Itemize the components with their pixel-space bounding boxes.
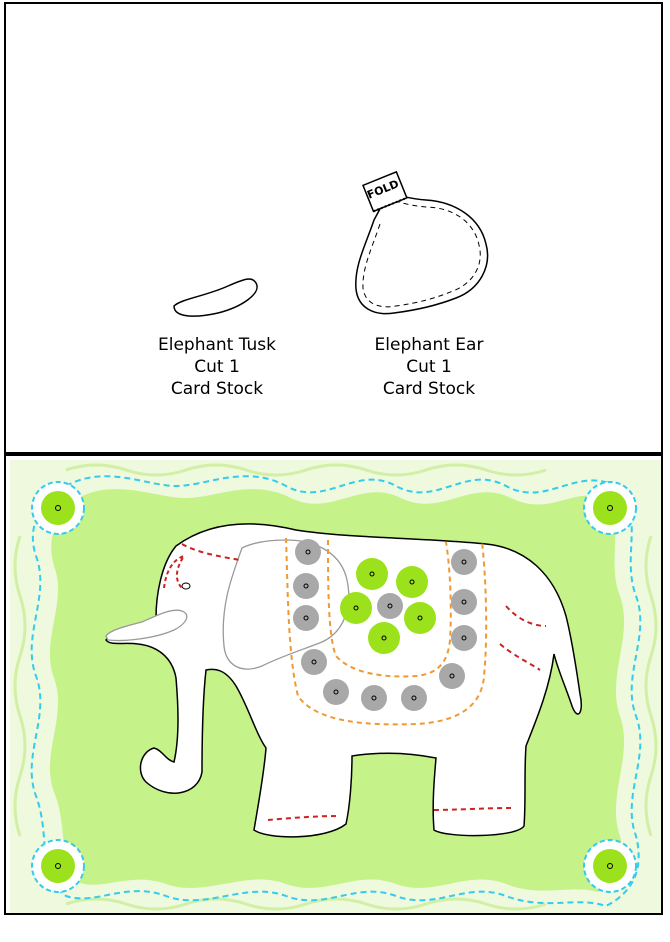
ear-quantity: Cut 1 bbox=[406, 357, 452, 377]
head-trim-2 bbox=[163, 554, 187, 589]
gray-sequin bbox=[361, 685, 387, 711]
ear-material: Card Stock bbox=[382, 379, 476, 399]
tusk-material: Card Stock bbox=[170, 379, 264, 399]
gray-sequins bbox=[293, 539, 477, 711]
green-sequins bbox=[340, 558, 436, 654]
elephant-eye bbox=[181, 582, 191, 590]
gray-sequin bbox=[295, 539, 321, 565]
green-sequin bbox=[396, 566, 428, 598]
green-sequin-holes bbox=[353, 571, 423, 641]
fold-tab bbox=[362, 170, 408, 213]
gray-sequin bbox=[377, 593, 403, 619]
green-sequin bbox=[340, 592, 372, 624]
tusk-quantity: Cut 1 bbox=[194, 357, 240, 377]
green-sequin bbox=[356, 558, 388, 590]
gray-sequin bbox=[451, 549, 477, 575]
ear-name: Elephant Ear bbox=[374, 335, 484, 355]
corner-flower-top-right bbox=[583, 481, 637, 535]
card-front-panel bbox=[4, 454, 663, 915]
back-trim bbox=[499, 643, 541, 671]
green-sequin bbox=[404, 602, 436, 634]
tusk-caption: Elephant Tusk Cut 1 Card Stock bbox=[142, 334, 292, 400]
green-sequin bbox=[368, 622, 400, 654]
gray-sequin bbox=[401, 685, 427, 711]
blanket-outer bbox=[285, 537, 488, 726]
gray-sequin-holes bbox=[303, 549, 467, 701]
ear-pattern-piece bbox=[355, 193, 489, 315]
rear-leg-trim bbox=[505, 605, 547, 627]
corner-flower-bottom-right bbox=[583, 839, 637, 893]
corner-flower-top-left bbox=[31, 481, 85, 535]
tusk-name: Elephant Tusk bbox=[157, 335, 277, 355]
front-foot-trim bbox=[267, 815, 339, 821]
ear-caption: Elephant Ear Cut 1 Card Stock bbox=[354, 334, 504, 400]
pattern-pieces-art bbox=[173, 170, 489, 317]
gray-sequin bbox=[301, 649, 327, 675]
border-swirls bbox=[13, 463, 658, 911]
corner-flower-bottom-left bbox=[31, 839, 85, 893]
blanket-inner bbox=[327, 539, 452, 678]
gray-sequin bbox=[293, 573, 319, 599]
gray-sequin bbox=[293, 605, 319, 631]
ear-seam-line bbox=[362, 199, 481, 308]
elephant-ear bbox=[222, 539, 350, 670]
elephant-card-art bbox=[10, 460, 661, 913]
head-trim bbox=[181, 543, 241, 561]
pattern-panel: FOLD Elephant Tusk Cut 1 Card Stock Elep… bbox=[4, 2, 663, 454]
gray-sequin bbox=[439, 663, 465, 689]
rear-foot-trim bbox=[433, 807, 513, 811]
cyan-dashed-border bbox=[30, 475, 642, 908]
elephant-tusk bbox=[105, 609, 188, 642]
tusk-pattern-piece bbox=[173, 278, 258, 317]
gray-sequin bbox=[451, 625, 477, 651]
gray-sequin bbox=[323, 679, 349, 705]
gray-sequin bbox=[451, 589, 477, 615]
